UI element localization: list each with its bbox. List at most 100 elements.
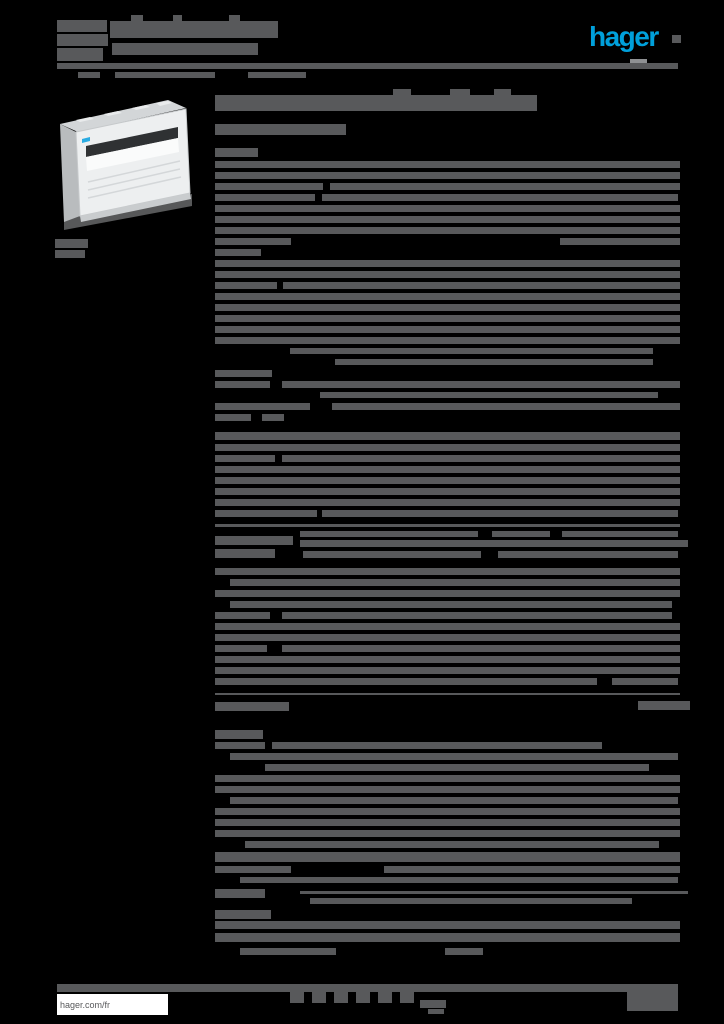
spec-row-line [300,540,688,547]
spec-row-line [215,568,680,575]
footer-page-block [627,991,678,1011]
spec-row-line [215,612,270,619]
spec-row-line [445,948,483,955]
spec-row-line [240,877,678,883]
spec-row-line [262,414,284,421]
spec-row-line [215,183,323,190]
spec-row-line [384,866,680,873]
spec-row-line [245,841,659,848]
masthead-text-line [57,48,103,61]
spec-row-line [560,238,680,245]
spec-row-line [562,531,678,537]
spec-row-line [215,172,680,179]
section-divider [300,891,688,894]
product-image [60,100,192,230]
spec-row-line [215,667,680,674]
spec-row-line [215,293,680,300]
header-meta-line [78,72,100,78]
header-meta-line [115,72,215,78]
header-title-line [131,15,143,22]
footer-pictogram [290,992,304,1003]
product-caption-line [55,250,85,258]
spec-row-line [215,866,291,873]
website-box: hager.com/fr [57,994,168,1015]
section-heading-line [215,536,293,545]
spec-row-line [215,216,680,223]
spec-row-line [215,249,261,256]
spec-row-line [322,510,678,517]
spec-row-line [215,455,275,462]
spec-row-line [215,466,680,473]
spec-row-line [215,326,680,333]
spec-row-line [282,612,672,619]
spec-row-line [215,271,680,278]
enclosure-rib-lines [87,160,182,199]
website-link[interactable]: hager.com/fr [60,999,111,1010]
enclosure-top-face [60,100,186,132]
spec-row-line [320,392,658,398]
spec-row-line [215,742,265,749]
spec-row-line [215,645,267,652]
section-heading-line [215,549,275,558]
hager-logo: hager [589,21,659,52]
enclosure-left-side [60,124,80,222]
spec-row-line [215,590,680,597]
logo-shadow [630,59,647,63]
spec-row-line [215,656,680,663]
header-title-line [110,21,278,38]
spec-row-line [215,499,680,506]
spec-row-line [215,808,680,815]
spec-row-line [240,948,336,955]
enclosure-top-clip [132,105,150,110]
spec-row-line [283,282,680,289]
header-rule [57,63,678,69]
header-title-line [112,43,258,55]
spec-row-line [282,381,680,388]
section-divider [215,524,680,527]
spec-row-line [215,304,680,311]
section-heading-line [215,910,271,919]
header-title-line [173,15,182,22]
spec-row-line [265,764,649,771]
spec-row-line [332,403,680,410]
spec-row-line [215,282,277,289]
spec-row-line [230,579,680,586]
spec-row-line [215,477,680,484]
spec-row-line [215,238,291,245]
spec-row-line [215,370,272,377]
spec-row-line [230,753,678,760]
spec-row-line [215,444,680,451]
spec-row-line [290,348,653,354]
footer-signature-mark [420,1000,446,1008]
footer-pictogram [334,992,348,1003]
spec-row-line [230,601,672,608]
spec-row-line [215,227,680,234]
spec-row-line [282,645,680,652]
masthead-text-line [57,20,107,32]
spec-row-line [215,819,680,826]
section-heading-line [215,889,265,898]
doc-title-line [393,89,411,96]
header-title-line [229,15,240,22]
spec-row-line [300,531,478,537]
enclosure-top-clip [156,101,172,106]
footer-pictogram [400,992,414,1003]
spec-row-line [215,260,680,267]
spec-row-line [215,830,680,837]
spec-row-line [215,921,680,929]
section-heading-line [215,702,289,711]
spec-row-line [215,161,680,168]
enclosure-window-lower-band [86,138,179,171]
enclosure-bottom-edge [80,193,191,222]
doc-title-line [494,89,511,96]
spec-row-line [303,551,481,558]
product-brand-chip [82,137,90,143]
logo-registered-mark [672,35,681,43]
spec-row-line [215,852,680,862]
enclosure-top-clip [104,111,122,116]
spec-row-line [215,775,680,782]
spec-row-line [230,797,678,804]
spec-row-line [215,337,680,344]
spec-row-line [282,455,680,462]
